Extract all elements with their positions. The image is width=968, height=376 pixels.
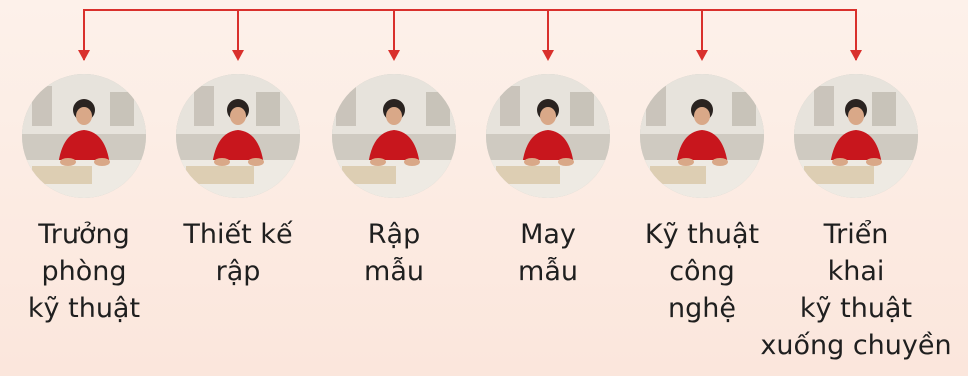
person-holding-pattern-photo <box>332 74 456 198</box>
role-label: Kỹ thuật công nghệ <box>644 219 760 324</box>
role-label: Trưởng phòng kỹ thuật <box>27 219 141 324</box>
person-at-cutting-table-photo <box>22 74 146 198</box>
role-item: Kỹ thuật công nghệ <box>636 74 768 327</box>
arrow-down-icon <box>232 50 244 61</box>
role-item: Rập mẫu <box>328 74 460 290</box>
role-item: May mẫu <box>482 74 614 290</box>
role-item: Thiết kế rập <box>172 74 304 290</box>
arrow-down-icon <box>696 50 708 61</box>
person-inspecting-fabric-photo <box>640 74 764 198</box>
arrow-down-icon <box>542 50 554 61</box>
role-label: May mẫu <box>518 219 578 287</box>
arrow-down-icon <box>78 50 90 61</box>
arrow-down-icon <box>388 50 400 61</box>
role-label: Thiết kế rập <box>183 219 293 287</box>
person-at-production-line-photo <box>794 74 918 198</box>
role-item: Triển khai kỹ thuật xuống chuyền <box>760 74 952 364</box>
role-label: Triển khai kỹ thuật xuống chuyền <box>760 219 952 361</box>
connector-lines <box>78 9 862 61</box>
arrow-down-icon <box>850 50 862 61</box>
connector-top-bracket <box>83 9 857 60</box>
person-sewing-sample-photo <box>486 74 610 198</box>
person-drafting-pattern-photo <box>176 74 300 198</box>
role-label: Rập mẫu <box>364 219 424 287</box>
role-item: Trưởng phòng kỹ thuật <box>18 74 150 327</box>
